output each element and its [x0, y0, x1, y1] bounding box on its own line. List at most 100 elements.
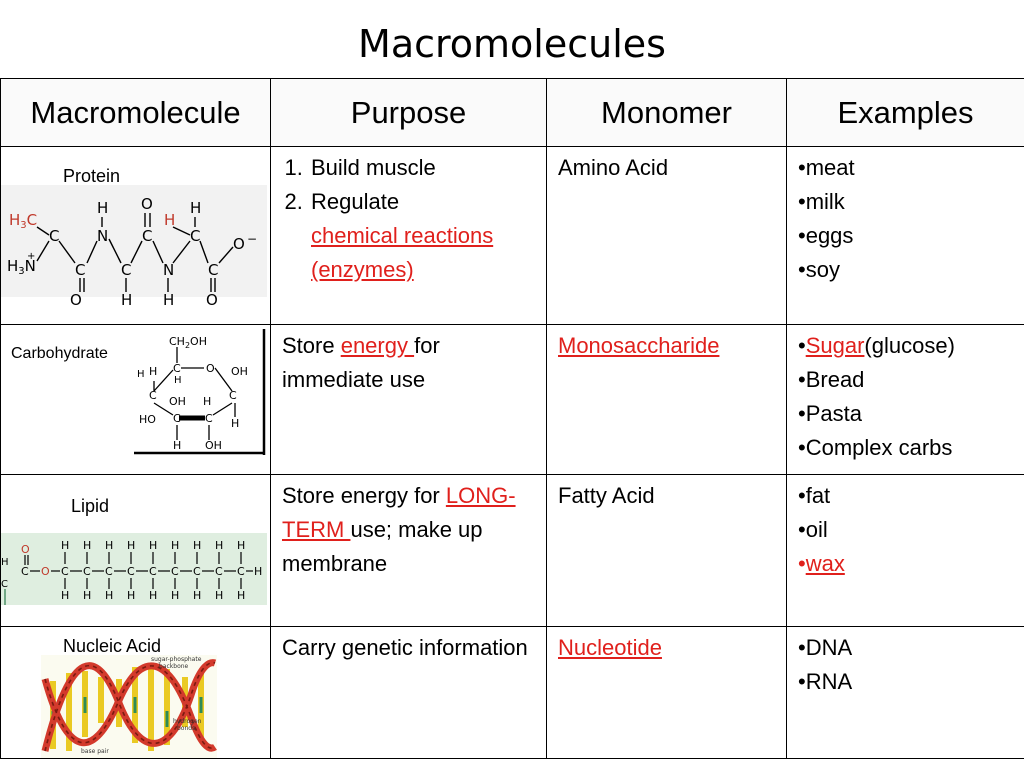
svg-text:OH: OH	[169, 395, 186, 408]
lipid-example-2: •oil	[798, 517, 828, 542]
glucose-ring-icon: CH2OH H C H O OH C C OH H HO C C H	[134, 329, 266, 455]
nucleic-acid-purpose-cell: Carry genetic information	[270, 626, 547, 759]
svg-text:H: H	[171, 539, 179, 552]
svg-text:H: H	[121, 291, 132, 309]
nucleic-acid-example-1: •DNA	[798, 635, 853, 660]
svg-text:O: O	[70, 291, 82, 309]
svg-text:C: C	[121, 261, 131, 279]
header-monomer: Monomer	[546, 78, 787, 147]
svg-text:H: H	[254, 565, 262, 578]
protein-examples-cell: •meat •milk •eggs •soy	[786, 146, 1024, 325]
carbohydrate-purpose-cell: Store energy for immediate use	[270, 324, 547, 475]
carbohydrate-purpose-energy: energy	[340, 333, 415, 358]
svg-text:C: C	[127, 565, 135, 578]
protein-structure-icon: H3C H3N + C C O N H C H C O N H	[1, 185, 267, 309]
svg-text:H: H	[83, 539, 91, 552]
carbohydrate-purpose-end: for immediate use	[282, 333, 440, 392]
header-macromolecule: Macromolecule	[0, 78, 271, 147]
carbohydrate-example-sugar: Sugar	[805, 333, 865, 358]
svg-text:H: H	[203, 395, 211, 408]
svg-text:H: H	[237, 589, 245, 602]
svg-text:C: C	[205, 412, 213, 425]
svg-text:C: C	[171, 565, 179, 578]
table-row-carbohydrate: Carbohydrate CH2OH H C H O OH C C OH H	[0, 324, 1024, 475]
svg-text:H: H	[137, 369, 145, 380]
svg-text:H: H	[173, 439, 181, 452]
protein-monomer-cell: Amino Acid	[546, 146, 787, 325]
svg-text:H: H	[215, 589, 223, 602]
svg-text:C: C	[173, 412, 181, 425]
svg-text:C: C	[61, 565, 69, 578]
macromolecule-table: Macromolecule Purpose Monomer Examples P…	[0, 78, 1024, 759]
svg-text:O: O	[206, 362, 215, 375]
lipid-purpose-start: Store energy for	[282, 483, 446, 508]
svg-text:C: C	[1, 579, 8, 590]
svg-text:H: H	[163, 291, 174, 309]
svg-text:sugar-phosphate: sugar-phosphate	[151, 656, 202, 663]
lipid-monomer: Fatty Acid	[558, 483, 655, 508]
protein-label: Protein	[63, 166, 121, 186]
svg-text:H: H	[174, 375, 182, 386]
svg-text:HO: HO	[139, 413, 156, 426]
svg-text:H: H	[190, 199, 201, 217]
lipid-example-3-bullet: •	[798, 551, 806, 576]
nucleic-acid-monomer: Nucleotide	[558, 635, 662, 660]
svg-text:C: C	[173, 362, 181, 375]
svg-text:C: C	[21, 565, 29, 578]
svg-text:C: C	[190, 227, 200, 245]
svg-text:−: −	[247, 232, 257, 246]
carbohydrate-example-1-bullet: •	[798, 333, 806, 358]
header-purpose: Purpose	[270, 78, 547, 147]
lipid-monomer-cell: Fatty Acid	[546, 474, 787, 627]
svg-text:H3N: H3N	[7, 257, 36, 277]
svg-text:N: N	[97, 227, 108, 245]
svg-text:H: H	[105, 539, 113, 552]
svg-text:H: H	[149, 539, 157, 552]
svg-text:C: C	[229, 389, 237, 402]
carbohydrate-example-4: •Complex carbs	[798, 435, 953, 460]
carbohydrate-purpose: Store energy for immediate use	[272, 326, 546, 398]
svg-text:H: H	[1, 557, 9, 568]
protein-purpose-item-1: Build muscle	[309, 151, 540, 185]
svg-text:C: C	[208, 261, 218, 279]
carbohydrate-monomer: Monosaccharide	[558, 333, 720, 358]
nucleic-acid-purpose: Carry genetic information	[282, 635, 528, 660]
svg-text:base pair: base pair	[81, 748, 109, 755]
svg-text:C: C	[149, 565, 157, 578]
svg-text:H: H	[105, 589, 113, 602]
carbohydrate-label: Carbohydrate	[11, 345, 108, 362]
svg-text:OH: OH	[231, 365, 248, 378]
lipid-purpose-long-term: LONG-TERM	[282, 483, 516, 542]
lipid-label: Lipid	[71, 496, 110, 516]
nucleic-acid-monomer-cell: Nucleotide	[546, 626, 787, 759]
protein-example-2: •milk	[798, 189, 845, 214]
carbohydrate-cell: Carbohydrate CH2OH H C H O OH C C OH H	[0, 324, 271, 475]
svg-text:CH2OH: CH2OH	[169, 335, 207, 350]
svg-text:O: O	[141, 195, 153, 213]
table-row-nucleic-acid: Nucleic Acid	[0, 626, 1024, 759]
svg-text:bonds: bonds	[177, 725, 195, 732]
carbohydrate-examples-cell: •Sugar(glucose) •Bread •Pasta •Complex c…	[786, 324, 1024, 475]
protein-example-3: •eggs	[798, 223, 854, 248]
svg-text:N: N	[163, 261, 174, 279]
svg-text:H: H	[231, 417, 239, 430]
svg-text:+: +	[27, 251, 35, 262]
fatty-acid-chain-icon: O C O H C HCH HCH HCH HCH HCH HCH HCH	[1, 533, 267, 605]
lipid-purpose-cell: Store energy for LONG-TERM use; make up …	[270, 474, 547, 627]
svg-text:H: H	[193, 539, 201, 552]
dna-helix-icon: sugar-phosphate backbone hydrogen bonds …	[41, 655, 217, 758]
protein-cell: Protein H3C H3N + C C O N H C H C	[0, 146, 271, 325]
svg-text:H: H	[61, 589, 69, 602]
carbohydrate-example-glucose: (glucose)	[864, 333, 955, 358]
svg-text:hydrogen: hydrogen	[173, 718, 202, 725]
svg-text:C: C	[193, 565, 201, 578]
nucleic-acid-cell: Nucleic Acid	[0, 626, 271, 759]
svg-text:H: H	[149, 365, 157, 378]
svg-text:H: H	[149, 589, 157, 602]
nucleic-acid-label: Nucleic Acid	[63, 636, 162, 656]
protein-example-4: •soy	[798, 257, 840, 282]
carbohydrate-example-2: •Bread	[798, 367, 865, 392]
svg-text:O: O	[21, 543, 30, 556]
